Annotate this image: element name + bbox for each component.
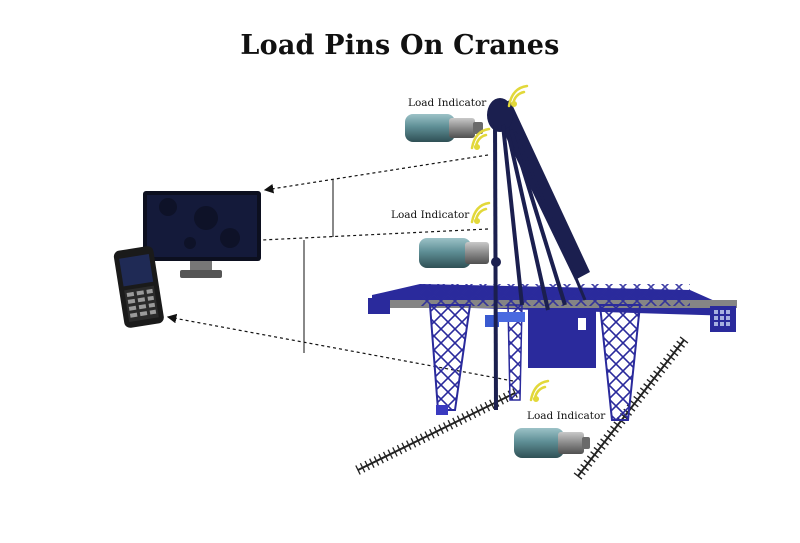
rail-tie [378, 453, 384, 464]
gantry-crane [368, 284, 737, 421]
rail-tie [355, 465, 361, 475]
rail-tie [633, 395, 642, 404]
rail-tie [447, 419, 454, 430]
rail-tie [676, 340, 686, 348]
rail-tie [475, 406, 481, 416]
page-title: Load Pins On Cranes [240, 30, 560, 61]
rail-tie [456, 415, 463, 425]
rail-tie [583, 459, 593, 467]
rail-tie [359, 462, 366, 473]
rail-tie [406, 440, 412, 450]
rail-tie [649, 374, 659, 382]
rail-tie [679, 336, 689, 344]
rail-tie [442, 422, 449, 432]
rail-tie [613, 421, 623, 429]
rail-tie [659, 361, 669, 370]
crane-boom [487, 98, 590, 411]
rail-tie [653, 370, 662, 378]
rail-tie [610, 425, 619, 433]
rail-tie [498, 395, 504, 405]
rail-tie [369, 458, 375, 468]
rail-tie [629, 400, 639, 408]
rail-tie [669, 349, 679, 357]
rail-tie [636, 391, 646, 399]
load-indicator-label-bottom: Load Indicator [527, 410, 606, 422]
rail-tie [606, 429, 616, 438]
rail-tie [573, 472, 583, 480]
rail-tie [663, 357, 672, 365]
rail-tie [461, 413, 467, 423]
load-pin-middle-icon [419, 238, 489, 268]
rail-tie [387, 449, 394, 459]
monitor-icon [143, 191, 261, 278]
rail-tie [419, 433, 426, 444]
rail-tie [590, 451, 599, 459]
load-indicator-label-middle: Load Indicator [391, 209, 470, 221]
rail-tie [392, 447, 398, 457]
rail-tie [639, 387, 649, 395]
rail-tie [576, 468, 586, 476]
load-indicator-label-top: Load Indicator [408, 97, 487, 109]
rail-tie [410, 438, 417, 448]
load-pin-top-icon [405, 114, 483, 142]
rail-tie [656, 366, 666, 374]
rail-track-right [573, 336, 689, 480]
rail-tie [415, 435, 421, 446]
rail-tie [643, 383, 652, 391]
rail-tie [424, 431, 431, 441]
wifi-signal-icon-2 [470, 127, 491, 151]
rail-tie [489, 399, 495, 410]
rail-tie [466, 410, 472, 421]
mobile-phone-icon [113, 246, 164, 328]
rail-tie [364, 460, 371, 471]
rail-tie [396, 444, 403, 455]
rail-tie [429, 428, 435, 439]
rail-tie [433, 426, 440, 437]
wifi-signal-icon-1 [507, 84, 529, 108]
rail-tie [401, 442, 407, 453]
rail-tie [596, 442, 606, 450]
wifi-signal-icon-3 [470, 201, 491, 225]
rail-tie [603, 434, 613, 442]
rail-tie [502, 392, 509, 403]
rail-tie [452, 417, 458, 428]
rail-tie [580, 463, 589, 472]
load-pin-bottom-icon [514, 428, 590, 458]
wifi-signal-icon-4 [529, 379, 550, 403]
rail-tie [593, 446, 603, 455]
signal-lines [166, 154, 514, 382]
rail-tie [382, 451, 389, 462]
rail-tie [373, 456, 380, 466]
rail-tie [586, 455, 596, 463]
rail-tie [470, 408, 477, 419]
rail-tie [600, 438, 609, 446]
rail-tie [666, 353, 676, 361]
rail-tie [484, 401, 491, 412]
rail-tie [646, 378, 656, 387]
rail-tie [479, 404, 486, 414]
rail-tie [673, 344, 682, 353]
rail-tie [438, 424, 444, 435]
